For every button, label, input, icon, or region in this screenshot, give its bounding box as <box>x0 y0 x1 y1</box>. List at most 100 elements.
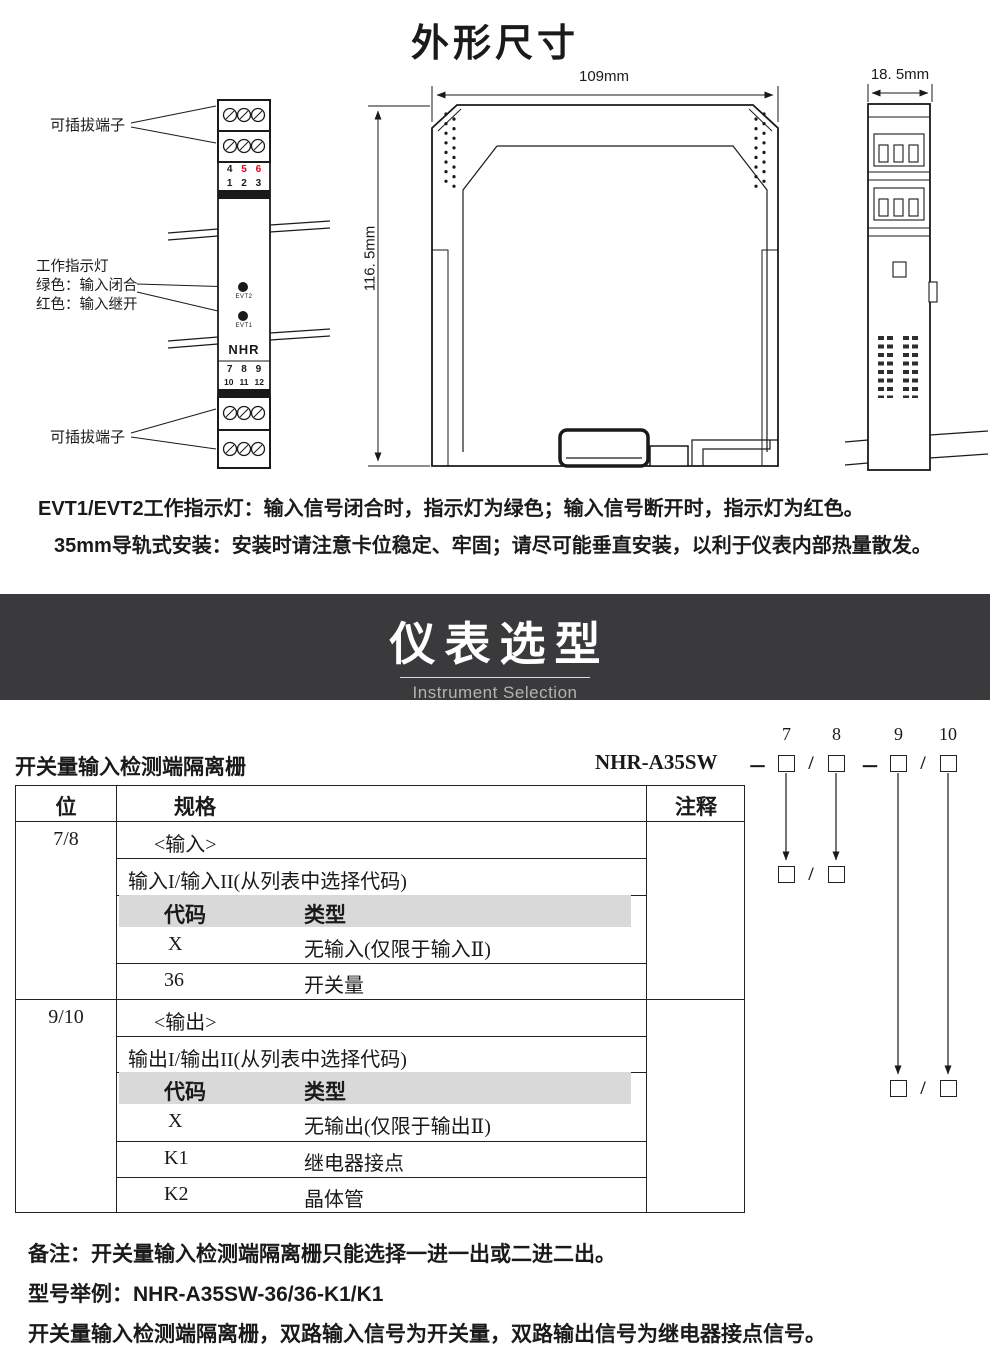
terminal-7: 7 <box>226 364 233 375</box>
digit-7: 7 <box>782 724 791 744</box>
banner-subtitle: Instrument Selection <box>412 683 578 702</box>
code-cell: 36 <box>164 969 184 991</box>
leader-lines <box>130 105 236 450</box>
col-header-pos: 位 <box>55 795 77 819</box>
note-mounting: 35mm导轨式安装：安装时请注意卡位稳定、牢固；请尽可能垂直安装，以利于仪表内部… <box>54 535 932 557</box>
side-view-drawing <box>368 86 779 468</box>
row-rule <box>116 858 646 859</box>
terminal-1: 1 <box>226 178 233 189</box>
dim-width-label: 109mm <box>578 68 630 85</box>
code-type-band-output <box>119 1072 631 1104</box>
rear-view-drawing <box>844 84 989 471</box>
label-indicator-red: 红色：输入继开 <box>36 297 138 313</box>
vent-dots <box>444 112 766 189</box>
desc-input: 输入I/输入II(从列表中选择代码) <box>128 871 407 893</box>
brand-logo: NHR <box>228 342 260 357</box>
code-cell: X <box>168 933 183 955</box>
code-box-7 <box>778 755 795 772</box>
code-cell: K2 <box>164 1183 189 1205</box>
pos-7-8: 7/8 <box>53 828 79 850</box>
input-code-box-2 <box>828 866 845 883</box>
type-cell: 开关量 <box>304 975 364 997</box>
type-cell: 晶体管 <box>304 1189 364 1211</box>
digit-9: 9 <box>894 724 903 744</box>
terminal-4: 4 <box>226 164 233 175</box>
digit-8: 8 <box>832 724 841 744</box>
terminal-numbers-123: 1 2 3 <box>218 177 270 190</box>
terminal-numbers-101112: 10 11 12 <box>218 376 270 389</box>
code-header-input: 代码 <box>164 903 206 927</box>
selection-table: 位 规格 注释 7/8 <输入> 输入I/输入II(从列表中选择代码) 代码 类… <box>15 785 745 1213</box>
dim-depth-label: 18. 5mm <box>870 66 930 83</box>
row-rule <box>116 1036 646 1037</box>
model-dash-1: － <box>748 757 768 778</box>
dimension-109 <box>431 86 779 122</box>
desc-output: 输出I/输出II(从列表中选择代码) <box>128 1049 407 1071</box>
terminal-12: 12 <box>254 377 264 387</box>
type-cell: 无输入(仅限于输入Ⅱ) <box>304 939 491 961</box>
code-box-10 <box>940 755 957 772</box>
output-code-box-2 <box>940 1080 957 1097</box>
input-code-box-1 <box>778 866 795 883</box>
code-box-9 <box>890 755 907 772</box>
pos-9-10: 9/10 <box>48 1006 84 1028</box>
col-header-note: 注释 <box>675 795 717 819</box>
banner-divider <box>400 677 590 678</box>
code-box-8 <box>828 755 845 772</box>
terminal-2: 2 <box>241 178 247 189</box>
digit-10: 10 <box>939 724 957 744</box>
terminal-numbers-456: 4 5 6 <box>218 163 270 176</box>
terminal-10: 10 <box>224 377 234 387</box>
label-pluggable-terminal-top: 可插拔端子 <box>50 117 126 134</box>
dimension-18 <box>867 84 933 102</box>
label-indicator-green: 绿色：输入闭合 <box>36 278 138 294</box>
product-name: 开关量输入检测端隔离栅 <box>15 756 246 779</box>
label-indicator-block: 工作指示灯 绿色：输入闭合 红色：输入继开 <box>36 258 138 315</box>
banner-title: 仪表选型 <box>389 618 610 670</box>
bottom-note-description: 开关量输入检测端隔离栅，双路输入信号为开关量，双路输出信号为继电器接点信号。 <box>28 1323 826 1346</box>
col-header-spec: 规格 <box>174 795 216 819</box>
row-rule <box>116 1177 646 1178</box>
front-view-drawing <box>217 99 271 469</box>
selection-connector-arrows <box>782 773 952 1075</box>
bottom-note-example: 型号举例：NHR-A35SW-36/36-K1/K1 <box>28 1283 384 1306</box>
evt2-label: EVT2 <box>235 294 253 300</box>
section-banner: 仪表选型 Instrument Selection <box>0 594 990 702</box>
code-cell: X <box>168 1110 183 1132</box>
code-header-output: 代码 <box>164 1080 206 1104</box>
input-pair-slash: / <box>808 864 814 885</box>
label-pluggable-terminal-bottom: 可插拔端子 <box>50 429 126 446</box>
note-indicator: EVT1/EVT2工作指示灯：输入信号闭合时，指示灯为绿色；输入信号断开时，指示… <box>38 498 864 520</box>
terminal-8: 8 <box>241 364 247 375</box>
model-slash-2: / <box>920 753 926 774</box>
code-cell: K1 <box>164 1147 189 1169</box>
model-slash-1: / <box>808 753 814 774</box>
model-number: NHR-A35SW <box>595 750 718 774</box>
code-type-band-input <box>119 895 631 927</box>
terminal-3: 3 <box>255 178 262 189</box>
evt1-label: EVT1 <box>235 323 253 329</box>
bottom-note-remark: 备注：开关量输入检测端隔离栅只能选择一进一出或二进二出。 <box>28 1243 616 1266</box>
terminal-5: 5 <box>241 164 247 175</box>
dim-height-label: 116. 5mm <box>361 225 379 292</box>
row-rule <box>116 1141 646 1142</box>
terminal-6: 6 <box>255 164 262 175</box>
row-rule <box>116 963 646 964</box>
vent-slots <box>878 336 918 398</box>
table-header-rule <box>16 821 744 822</box>
type-header-output: 类型 <box>304 1080 346 1104</box>
label-indicator-title: 工作指示灯 <box>36 259 109 275</box>
terminal-9: 9 <box>255 364 262 375</box>
type-cell: 继电器接点 <box>304 1153 404 1175</box>
type-header-input: 类型 <box>304 903 346 927</box>
model-dash-2: － <box>860 757 880 778</box>
output-pair-slash: / <box>920 1078 926 1099</box>
page-title: 外形尺寸 <box>410 23 579 65</box>
terminal-numbers-789: 7 8 9 <box>218 363 270 376</box>
type-cell: 无输出(仅限于输出Ⅱ) <box>304 1116 491 1138</box>
group-output: <输出> <box>154 1012 217 1034</box>
group-input: <输入> <box>154 834 217 856</box>
output-code-box-1 <box>890 1080 907 1097</box>
terminal-11: 11 <box>239 377 249 387</box>
